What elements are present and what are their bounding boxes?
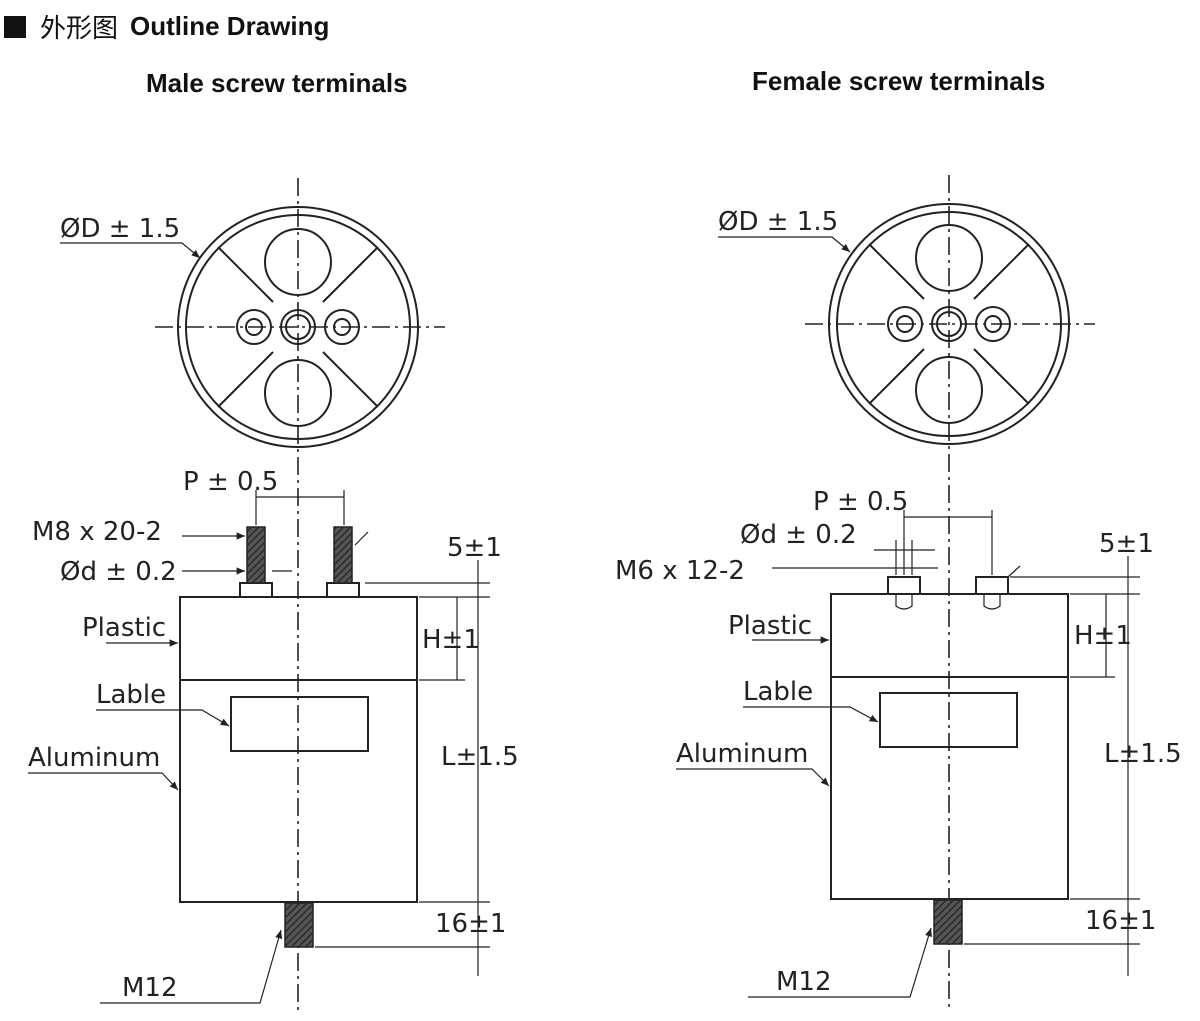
male-aluminum-label: Aluminum xyxy=(28,743,160,773)
female-dim-bottom: 16±1 xyxy=(1085,906,1156,936)
male-left-screw-stud xyxy=(246,526,266,584)
female-left-nut xyxy=(887,576,921,595)
female-lable-label: Lable xyxy=(743,677,813,707)
male-bottom-vent-circle xyxy=(264,359,332,427)
female-top-vent-circle xyxy=(915,224,983,292)
female-inner-ring xyxy=(836,211,1062,437)
title-english: Outline Drawing xyxy=(130,11,330,41)
female-label-area xyxy=(879,692,1018,748)
female-screw-label: M6 x 12-2 xyxy=(615,556,745,586)
female-dim-l: L±1.5 xyxy=(1104,739,1182,769)
female-aluminum-label: Aluminum xyxy=(676,739,808,769)
male-top-vent-circle xyxy=(264,228,332,296)
male-left-terminal-circle xyxy=(236,309,272,345)
male-inner-ring xyxy=(185,214,411,440)
male-label-area xyxy=(230,696,369,752)
male-can-body xyxy=(179,596,418,903)
female-plastic-label: Plastic xyxy=(728,611,812,641)
male-terminals-title: Male screw terminals xyxy=(146,68,408,98)
square-bullet-icon xyxy=(4,15,26,38)
female-diameter-label: ØD ± 1.5 xyxy=(718,207,838,237)
male-dim-top: 5±1 xyxy=(447,533,502,563)
male-plastic-label: Plastic xyxy=(82,613,166,643)
male-drawing: ØD ± 1.5 P ± 0.5 M8 x 20-2 Ød ± 0.2 Plas… xyxy=(28,178,519,1010)
female-dim-top: 5±1 xyxy=(1099,529,1154,559)
male-dim-l: L±1.5 xyxy=(441,742,519,772)
male-pitch-label: P ± 0.5 xyxy=(183,467,278,497)
male-screw-label: M8 x 20-2 xyxy=(32,517,162,547)
female-side-view xyxy=(830,576,1069,945)
female-top-view xyxy=(805,175,1095,1010)
male-lable-label: Lable xyxy=(96,680,166,710)
female-terminals-title: Female screw terminals xyxy=(752,66,1046,96)
male-dim-bottom: 16±1 xyxy=(435,909,506,939)
female-dim-h: H±1 xyxy=(1074,621,1132,651)
female-terminal-dia-label: Ød ± 0.2 xyxy=(740,520,857,550)
section-title: 外形图 Outline Drawing xyxy=(4,8,329,45)
female-drawing: ØD ± 1.5 P ± 0.5 Ød ± 0.2 M6 x 12-2 Plas… xyxy=(615,175,1182,1010)
male-side-view xyxy=(179,526,418,948)
title-chinese: 外形图 xyxy=(40,14,119,44)
male-right-screw-stud xyxy=(333,526,353,584)
male-right-terminal-circle xyxy=(324,309,360,345)
male-bottom-m12-stud xyxy=(284,902,314,948)
male-outer-circle xyxy=(177,206,419,448)
female-outer-circle xyxy=(828,203,1070,445)
female-right-nut xyxy=(975,576,1009,595)
male-top-view xyxy=(155,178,445,1010)
male-terminal-dia-label: Ød ± 0.2 xyxy=(60,557,177,587)
female-right-terminal-circle xyxy=(975,306,1011,342)
female-pitch-label: P ± 0.5 xyxy=(813,487,908,517)
male-dim-h: H±1 xyxy=(422,625,480,655)
female-bottom-vent-circle xyxy=(915,356,983,424)
female-bottom-screw-label: M12 xyxy=(776,967,832,997)
female-left-terminal-circle xyxy=(887,306,923,342)
female-bottom-m12-stud xyxy=(933,899,963,945)
male-diameter-label: ØD ± 1.5 xyxy=(60,214,180,244)
male-bottom-screw-label: M12 xyxy=(122,973,178,1003)
female-can-body xyxy=(830,593,1069,900)
